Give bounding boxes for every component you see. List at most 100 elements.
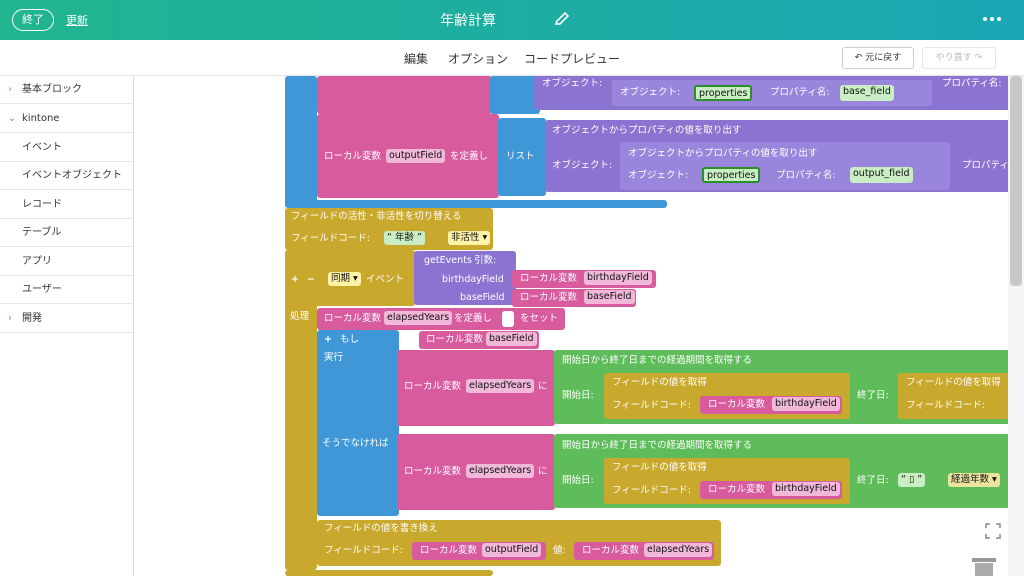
output-field-var[interactable]: outputField xyxy=(482,543,542,557)
empty-socket[interactable] xyxy=(502,311,514,327)
block-spine-bottom xyxy=(285,200,667,208)
args-label: 引数: xyxy=(474,255,497,266)
nenrei-chip[interactable]: “ 年齢 ” xyxy=(384,231,425,245)
inactive-dropdown[interactable]: 非活性 ▾ xyxy=(448,231,491,245)
app-title: 年齢計算 xyxy=(440,13,496,29)
birthday-field-var[interactable]: birthdayField xyxy=(772,397,840,411)
get-field-label: フィールドの値を取得 xyxy=(906,377,1001,388)
extract-prop-label: オブジェクトからプロパティの値を取り出す xyxy=(552,125,742,136)
birthday-field-var[interactable]: birthdayField xyxy=(584,271,652,285)
sidebar-item-event[interactable]: イベント xyxy=(0,134,133,162)
elapsed-years-option: 経過年数 xyxy=(951,474,990,485)
menu-options[interactable]: オプション xyxy=(448,52,509,66)
nenrei-text: 年齢 xyxy=(394,232,414,243)
sidebar-item-label: イベント xyxy=(22,142,62,153)
more-icon[interactable] xyxy=(980,11,1004,27)
properties-chip-2[interactable]: properties xyxy=(702,167,761,183)
top-bar xyxy=(0,0,1024,40)
sidebar-item-kintone[interactable]: ⌄kintone xyxy=(0,105,133,133)
elapsed-years-var[interactable]: elapsedYears xyxy=(384,311,453,325)
output-field-var[interactable]: outputField xyxy=(386,149,446,163)
field-code-label: フィールドコード: xyxy=(906,400,986,411)
get-period-label: 開始日から終了日までの経過期間を取得する xyxy=(562,440,753,451)
get-period-label: 開始日から終了日までの経過期間を取得する xyxy=(562,355,753,366)
sidebar-item-event-object[interactable]: イベントオブジェクト xyxy=(0,162,133,190)
do-label: 実行 xyxy=(324,352,344,363)
block-spine-top[interactable] xyxy=(285,76,317,206)
local-var-block-1[interactable] xyxy=(317,76,492,114)
local-var-label: ローカル変数 xyxy=(404,381,462,392)
end-day-label: 終了日: xyxy=(857,475,889,486)
list-block-1[interactable] xyxy=(490,76,540,114)
chevron-down-icon: ▾ xyxy=(989,474,997,485)
rewrite-field-label: フィールドの値を書き換え xyxy=(324,523,438,534)
local-var-label: ローカル変数 xyxy=(404,466,462,477)
field-code-label: フィールドコード: xyxy=(612,400,692,411)
if-plus-icon[interactable]: + xyxy=(324,334,332,345)
sidebar-item-label: 開発 xyxy=(22,313,42,324)
elapsed-years-var[interactable]: elapsedYears xyxy=(644,543,713,557)
sync-text: 同期 xyxy=(331,273,351,284)
start-day-label: 開始日: xyxy=(562,475,594,486)
sidebar-item-basic-blocks[interactable]: ›基本ブロック xyxy=(0,76,133,104)
ni-label: に xyxy=(538,381,548,392)
undo-icon: ↶ xyxy=(854,53,866,63)
properties-chip[interactable]: properties xyxy=(694,85,753,101)
getevents-block[interactable] xyxy=(414,251,516,305)
undo-button[interactable]: ↶ 元に戻す xyxy=(842,47,914,69)
quote-icon: ” xyxy=(413,232,422,243)
object-label: オブジェクト: xyxy=(620,87,681,98)
field-code-label: フィールドコード: xyxy=(612,485,692,496)
if-block[interactable] xyxy=(317,330,399,516)
sidebar-item-label: テーブル xyxy=(22,227,62,238)
menu-edit[interactable]: 編集 xyxy=(404,52,429,66)
chevron-down-icon: ▾ xyxy=(350,273,358,284)
scrollbar-thumb[interactable] xyxy=(1010,76,1022,286)
elapsed-years-dropdown[interactable]: 経過年数 ▾ xyxy=(948,473,1000,487)
elapsed-years-var[interactable]: elapsedYears xyxy=(466,464,535,478)
plus-icon[interactable]: + xyxy=(291,274,299,285)
event-label: イベント xyxy=(366,274,405,285)
local-var-label: ローカル変数 xyxy=(520,273,578,284)
define-label: を定義し xyxy=(450,151,489,162)
redo-icon: ↷ xyxy=(971,53,983,63)
sidebar: ›基本ブロック ⌄kintone イベント イベントオブジェクト レコード テー… xyxy=(0,76,134,576)
define-label: を定義し xyxy=(454,313,493,324)
extract-prop-label-2: オブジェクトからプロパティの値を取り出す xyxy=(628,148,818,159)
output-field-chip[interactable]: output_field xyxy=(850,167,913,183)
start-day-label: 開始日: xyxy=(562,390,594,401)
expand-icon[interactable] xyxy=(984,522,1002,540)
undo-label: 元に戻す xyxy=(865,53,902,63)
get-field-label: フィールドの値を取得 xyxy=(612,462,707,473)
trash-icon[interactable] xyxy=(970,556,998,576)
redo-button[interactable]: やり直す ↷ xyxy=(922,47,996,69)
local-var-label: ローカル変数 xyxy=(708,399,766,410)
menu-code-preview[interactable]: コードプレビュー xyxy=(524,52,621,66)
ni-label: に xyxy=(538,466,548,477)
list-block-2[interactable] xyxy=(498,118,546,196)
get-field-block-end[interactable] xyxy=(898,373,1016,419)
pencil-icon[interactable] xyxy=(552,9,572,29)
quote-icon: “ ▯ ” xyxy=(901,474,923,485)
sidebar-item-table[interactable]: テーブル xyxy=(0,219,133,247)
sidebar-item-app[interactable]: アプリ xyxy=(0,248,133,276)
else-label: そうでなければ xyxy=(322,438,389,449)
empty-string-chip[interactable]: “ ▯ ” xyxy=(898,473,926,487)
sidebar-item-record[interactable]: レコード xyxy=(0,191,133,219)
elapsed-years-var[interactable]: elapsedYears xyxy=(466,379,535,393)
sidebar-item-user[interactable]: ユーザー xyxy=(0,276,133,304)
sidebar-item-development[interactable]: ›開発 xyxy=(0,305,133,333)
base-field-cond-var[interactable]: baseField xyxy=(486,332,537,346)
birthday-field-var[interactable]: birthdayField xyxy=(772,482,840,496)
update-link[interactable]: 更新 xyxy=(66,14,88,27)
sync-dropdown[interactable]: 同期 ▾ xyxy=(328,272,361,286)
menu-bar xyxy=(0,40,1024,76)
local-var-label: ローカル変数 xyxy=(324,313,382,324)
sidebar-item-label: kintone xyxy=(22,113,60,124)
base-field-chip[interactable]: base_field xyxy=(840,85,894,101)
minus-icon[interactable]: − xyxy=(307,274,315,285)
exit-button[interactable]: 終了 xyxy=(12,9,54,31)
quote-icon: “ xyxy=(387,232,395,243)
base-field-var[interactable]: baseField xyxy=(584,290,635,304)
